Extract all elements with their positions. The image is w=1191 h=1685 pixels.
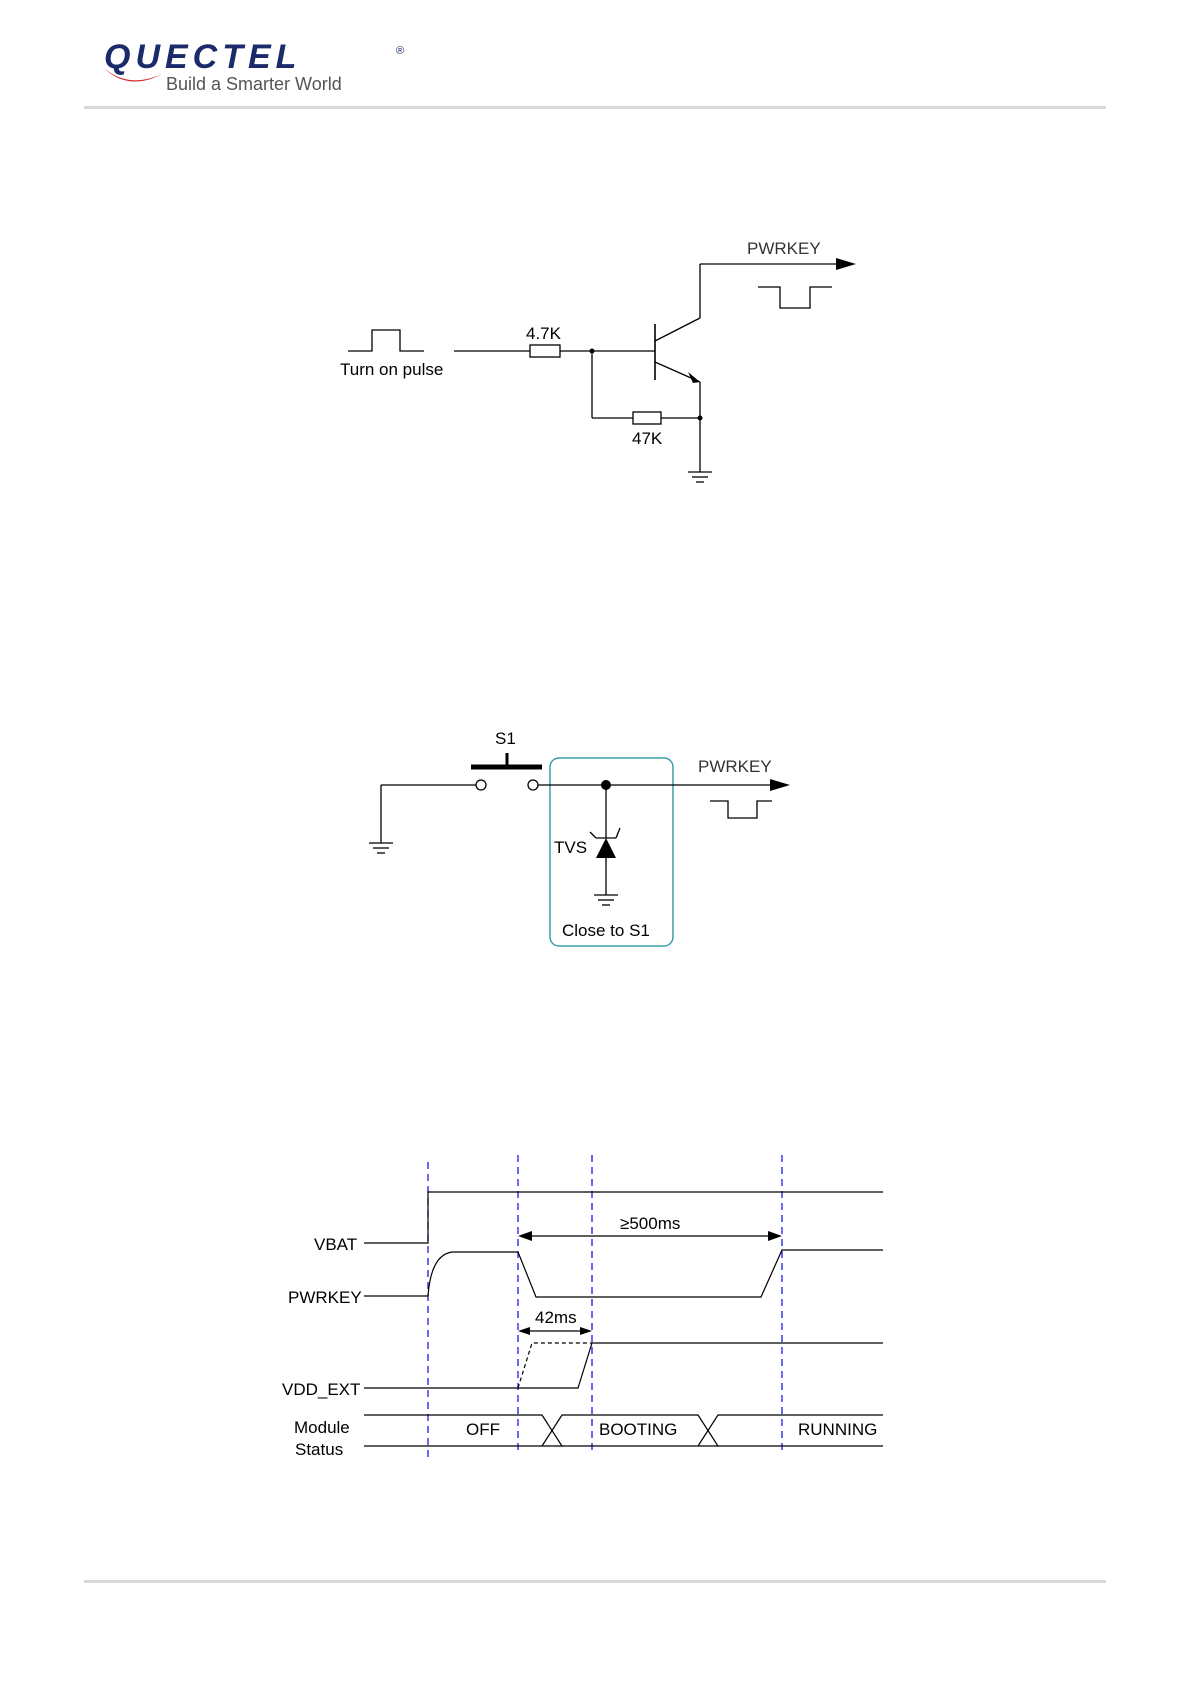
timing-42ms-label: 42ms: [535, 1308, 577, 1327]
state-running: RUNNING: [798, 1420, 877, 1439]
signal-label-vbat: VBAT: [314, 1235, 357, 1254]
arrow-icon: [518, 1231, 532, 1241]
state-booting: BOOTING: [599, 1420, 677, 1439]
timing-500ms-label: ≥500ms: [620, 1214, 680, 1233]
pwrkey-waveform: [364, 1250, 883, 1297]
module-status-label-line2: Status: [295, 1440, 343, 1459]
footer-rule: [84, 1580, 1106, 1583]
signal-label-pwrkey: PWRKEY: [288, 1288, 362, 1307]
arrow-icon: [768, 1231, 782, 1241]
power-on-timing-diagram: VBAT PWRKEY VDD_EXT Module Status OFF BO…: [0, 0, 1191, 1500]
state-off: OFF: [466, 1420, 500, 1439]
module-status-label-line1: Module: [294, 1418, 350, 1437]
vdd-ext-dashed-rise: [518, 1343, 592, 1388]
arrow-icon: [518, 1327, 530, 1335]
signal-label-vdd-ext: VDD_EXT: [282, 1380, 360, 1399]
vdd-ext-waveform: [364, 1343, 883, 1388]
arrow-icon: [580, 1327, 592, 1335]
